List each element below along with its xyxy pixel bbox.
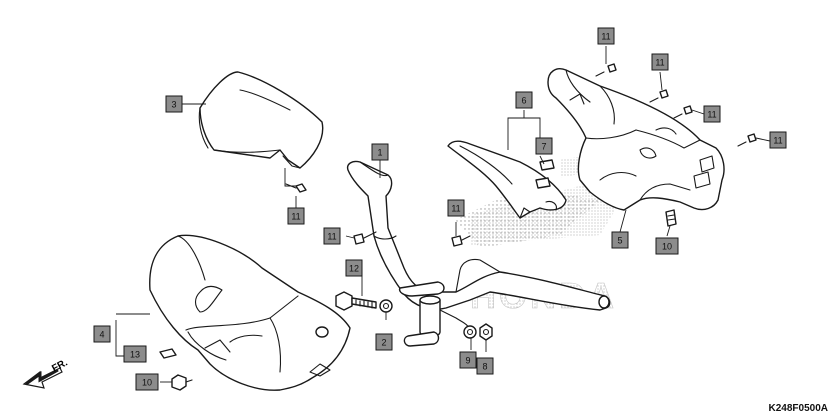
callout-10-right: 10 [655,237,679,255]
callout-11-center: 11 [447,199,465,217]
svg-text:11: 11 [655,58,664,68]
nut-8 [479,323,493,341]
collar-2 [379,299,393,313]
callout-6: 6 [515,91,533,109]
leader-lines [115,46,771,383]
callout-11-handlebar: 11 [323,227,341,245]
callout-7: 7 [535,137,553,155]
callout-13: 13 [123,345,147,363]
direction-label: FR. [50,357,70,374]
front-direction-arrow: FR. [22,357,70,389]
svg-text:11: 11 [773,136,782,146]
svg-text:13: 13 [130,350,140,360]
svg-text:11: 11 [327,232,336,242]
screw-11-rear-a [595,63,617,77]
front-handlebar-cover [149,234,351,391]
callout-12: 12 [345,259,363,277]
callout-9: 9 [459,351,477,369]
svg-text:7: 7 [541,142,546,152]
screw-11-handlebar [353,231,377,245]
callout-1: 1 [371,143,389,161]
svg-text:6: 6 [521,96,526,106]
diagram-code: K248F0500A [768,403,828,414]
screw-11-rear-b [649,89,669,103]
svg-text:3: 3 [171,100,176,110]
svg-text:5: 5 [617,236,622,246]
bolt-10-right [665,209,677,227]
svg-text:11: 11 [601,32,610,42]
callout-5: 5 [611,231,629,249]
svg-text:8: 8 [482,362,487,372]
svg-text:11: 11 [707,110,716,120]
svg-text:10: 10 [662,242,672,252]
callout-4: 4 [93,325,111,343]
screw-11-rear-d [737,133,757,147]
callout-2: 2 [375,333,393,351]
svg-text:4: 4 [99,330,104,340]
bolt-10-left [171,374,193,391]
callout-11-rear-c: 11 [703,105,721,123]
headlight-top-cover [198,71,324,169]
svg-text:11: 11 [291,212,300,222]
screw-11-center [451,235,471,247]
svg-text:9: 9 [465,356,470,366]
handlebar-post [398,281,471,347]
callout-11-top-cover: 11 [287,207,305,225]
rear-handlebar-cover [547,68,725,211]
callout-11-rear-a: 11 [597,27,615,45]
callout-8: 8 [476,357,494,375]
handlebar [346,160,611,311]
callout-11-rear-b: 11 [651,53,669,71]
svg-text:11: 11 [451,204,460,214]
svg-text:12: 12 [349,264,359,274]
bolt-12 [335,291,377,311]
callout-3: 3 [165,95,183,113]
clip-13 [159,348,177,359]
svg-text:2: 2 [381,338,386,348]
screw-11-rear-c [673,105,693,119]
svg-text:1: 1 [377,148,382,158]
collar-9 [463,325,477,339]
svg-text:10: 10 [142,378,152,388]
callout-11-rear-d: 11 [769,131,787,149]
screw-11-top-cover [285,183,307,193]
callout-10-left: 10 [135,373,159,391]
